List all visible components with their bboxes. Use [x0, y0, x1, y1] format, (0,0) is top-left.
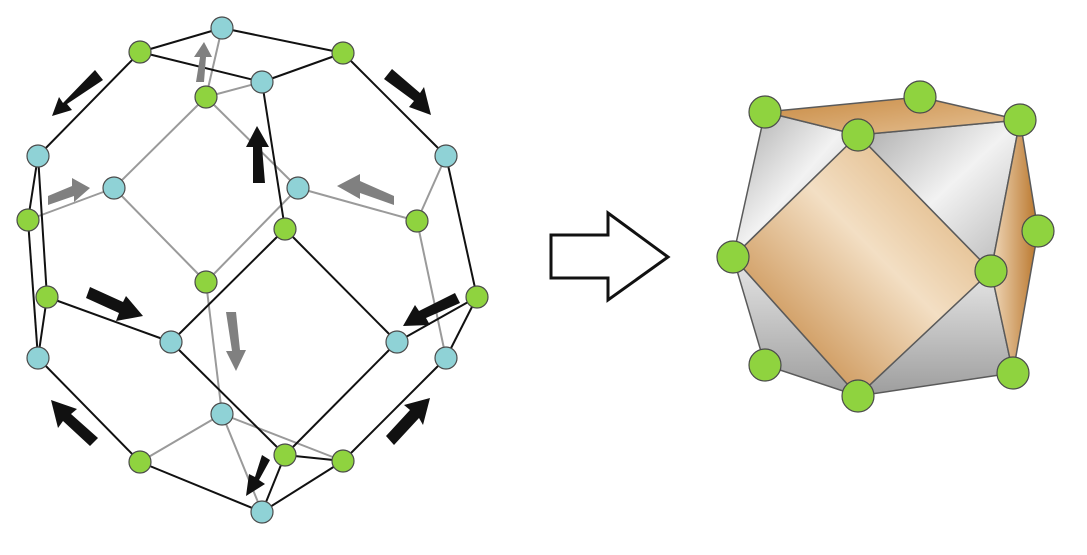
black-arrow-upper-left: [52, 70, 103, 116]
black-arrow-right-left: [403, 293, 460, 326]
atom-back-left: [102, 176, 126, 200]
atom-lower-right: [331, 449, 355, 473]
atom-back-far-right: [405, 209, 429, 233]
black-arrow-bottom-down: [246, 455, 270, 496]
atom-right-1: [434, 144, 458, 168]
atom-back-bottom: [210, 402, 234, 426]
gray-arrow-right-left: [48, 178, 90, 205]
atom-top: [210, 16, 234, 40]
black-arrow-left-right: [86, 287, 143, 321]
atoms: [16, 16, 489, 524]
hollow-right-arrow: [549, 210, 671, 303]
atom-left-2: [16, 208, 40, 232]
vertex-top-center: [903, 80, 937, 114]
cuboctahedron: [716, 80, 1055, 413]
atom-upper-right: [331, 41, 355, 65]
atom-mid-left: [159, 330, 183, 354]
gray-arrow-down: [226, 312, 246, 371]
atom-left-1: [26, 144, 50, 168]
gray-arrow-left-right: [337, 174, 394, 205]
black-arrow-center-up: [246, 126, 269, 183]
transform-arrow: [549, 210, 671, 303]
black-arrow-lower-left: [51, 400, 98, 446]
atom-upper-left: [128, 40, 152, 64]
atom-lower-center: [273, 443, 297, 467]
atom-left-4: [26, 346, 50, 370]
atom-back-right: [286, 176, 310, 200]
atom-mid-right: [385, 330, 409, 354]
vertex-front-top: [841, 118, 875, 152]
back-arrows: [48, 42, 394, 371]
atom-lower-left: [128, 450, 152, 474]
vertex-bottom-left: [748, 348, 782, 382]
cubo-vertices: [716, 80, 1055, 413]
vertex-bottom-right: [996, 356, 1030, 390]
atom-right-3: [434, 346, 458, 370]
atom-left-3: [35, 285, 59, 309]
left-polyhedron: [16, 16, 489, 524]
atom-center: [273, 217, 297, 241]
vertex-front-right: [974, 254, 1008, 288]
vertex-top-left: [748, 95, 782, 129]
black-arrow-lower-right: [386, 398, 430, 445]
vertex-bottom-center: [841, 379, 875, 413]
atom-right-2: [465, 285, 489, 309]
atom-back-center: [194, 270, 218, 294]
atom-back-top: [194, 85, 218, 109]
vertex-top-right: [1003, 103, 1037, 137]
vertex-right: [1021, 214, 1055, 248]
vertex-left: [716, 240, 750, 274]
atom-upper-center: [250, 70, 274, 94]
front-arrows: [51, 69, 460, 496]
back-edges: [27, 27, 447, 513]
black-arrow-upper-right: [384, 69, 431, 115]
gray-arrow-up: [194, 42, 212, 82]
atom-bottom: [250, 500, 274, 524]
